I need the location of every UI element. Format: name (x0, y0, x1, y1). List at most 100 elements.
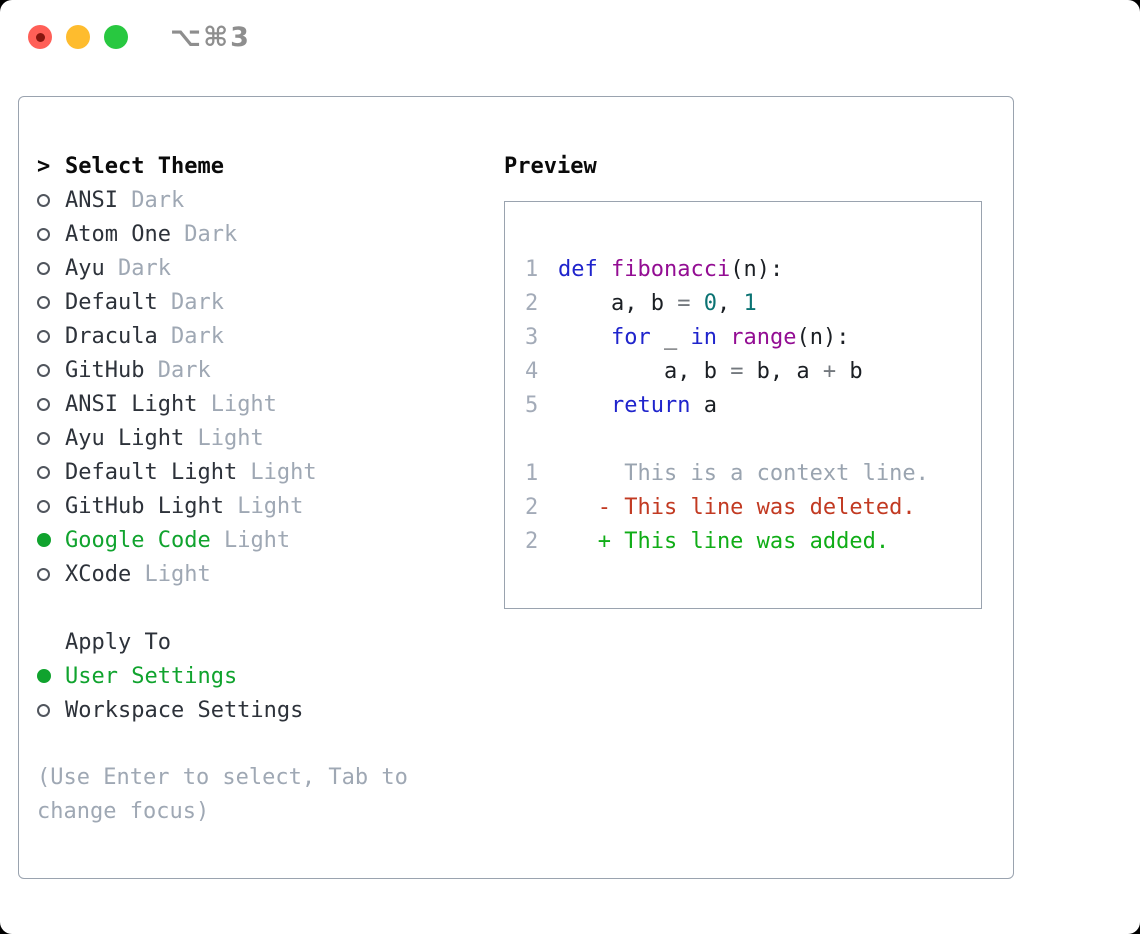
theme-name: Atom One (65, 221, 171, 247)
theme-name: Ayu (65, 255, 105, 281)
diff-line: 1 This is a context line. (525, 456, 981, 490)
theme-variant-label: Light (237, 459, 317, 485)
theme-variant-label: Light (131, 561, 211, 587)
code-token: a (690, 392, 717, 418)
line-number: 5 (525, 392, 539, 418)
theme-option[interactable]: Atom One Dark (37, 217, 487, 251)
theme-option[interactable]: GitHub Dark (37, 353, 487, 387)
radio-icon (37, 193, 65, 207)
code-token: = (677, 290, 691, 316)
theme-name: Dracula (65, 323, 158, 349)
close-button[interactable] (28, 25, 52, 49)
theme-variant-label: Dark (104, 255, 171, 281)
focus-caret-icon: > (37, 153, 51, 179)
theme-variant-label: Light (184, 425, 264, 451)
traffic-lights (28, 25, 128, 49)
code-line: 4 a, b = b, a + b (525, 354, 981, 388)
theme-option[interactable]: Google Code Light (37, 523, 487, 557)
code-line: 3 for _ in range(n): (525, 320, 981, 354)
radio-icon (37, 431, 65, 445)
code-token: 1 (743, 290, 757, 316)
theme-name: XCode (65, 561, 132, 587)
code-token: return (610, 392, 691, 418)
code-token: a, b (558, 290, 678, 316)
keyboard-hint: (Use Enter to select, Tab to change focu… (37, 765, 408, 824)
theme-option[interactable]: Ayu Light Light (37, 421, 487, 455)
preview-title: Preview (504, 153, 597, 179)
radio-icon (37, 363, 65, 377)
apply-to-title: Apply To (65, 629, 171, 655)
code-token: for (610, 324, 651, 350)
theme-option[interactable]: ANSI Light Light (37, 387, 487, 421)
spacer (37, 727, 487, 761)
line-number: 2 (525, 528, 539, 554)
diff-preview: 1 This is a context line.2 - This line w… (525, 456, 981, 558)
apply-to-option[interactable]: Workspace Settings (37, 693, 487, 727)
code-token: fibonacci (611, 256, 731, 282)
radio-icon (37, 703, 65, 717)
diff-line: 2 - This line was deleted. (525, 490, 981, 524)
code-token: (n): (730, 256, 784, 282)
radio-icon (37, 329, 65, 343)
theme-variant-label: Dark (144, 357, 211, 383)
code-token: b, a (743, 358, 823, 384)
theme-name: Google Code (65, 527, 211, 553)
select-theme-header: > Select Theme (37, 149, 487, 183)
radio-icon (37, 567, 65, 581)
theme-option[interactable]: XCode Light (37, 557, 487, 591)
line-number: 4 (525, 358, 539, 384)
theme-option[interactable]: Ayu Dark (37, 251, 487, 285)
code-token: + (822, 358, 837, 384)
diff-text: + This line was added. (558, 528, 890, 554)
spacer (37, 591, 487, 625)
spacer (525, 422, 981, 456)
theme-name: Default (65, 289, 158, 315)
code-token: , (716, 290, 744, 316)
code-token: 0 (703, 290, 717, 316)
line-number: 1 (525, 460, 539, 486)
preview-header-row: Preview (504, 149, 999, 183)
theme-variant-label: Light (197, 391, 277, 417)
apply-to-label: Workspace Settings (65, 697, 304, 723)
radio-icon (37, 227, 65, 241)
apply-to-option[interactable]: User Settings (37, 659, 487, 693)
zoom-button[interactable] (104, 25, 128, 49)
diff-text: - This line was deleted. (558, 494, 916, 520)
theme-variant-label: Dark (157, 323, 224, 349)
theme-name: GitHub Light (65, 493, 224, 519)
radio-icon (37, 499, 65, 513)
theme-option[interactable]: GitHub Light Light (37, 489, 487, 523)
theme-name: Ayu Light (65, 425, 185, 451)
code-token (717, 325, 730, 350)
radio-icon (37, 295, 65, 309)
apply-to-label: User Settings (65, 663, 238, 689)
theme-option[interactable]: Dracula Dark (37, 319, 487, 353)
theme-variant-label: Dark (117, 187, 185, 213)
theme-option[interactable]: ANSI Dark (37, 183, 487, 217)
theme-variant-label: Light (210, 527, 291, 553)
minimize-button[interactable] (66, 25, 90, 49)
radio-icon (37, 465, 65, 479)
code-token: a, b (558, 358, 731, 384)
code-token (690, 291, 703, 316)
code-token: b (836, 358, 863, 384)
code-token: in (690, 324, 717, 350)
selected-radio-icon (37, 533, 65, 547)
theme-variant-label: Dark (170, 221, 238, 247)
radio-icon (37, 397, 65, 411)
selected-radio-icon (37, 669, 65, 683)
line-number: 3 (525, 324, 539, 350)
theme-name: GitHub (65, 357, 145, 383)
code-token: _ (650, 324, 691, 350)
diff-text: This is a context line. (558, 460, 929, 486)
theme-option[interactable]: Default Light Light (37, 455, 487, 489)
line-number: 1 (525, 256, 539, 282)
theme-option[interactable]: Default Dark (37, 285, 487, 319)
